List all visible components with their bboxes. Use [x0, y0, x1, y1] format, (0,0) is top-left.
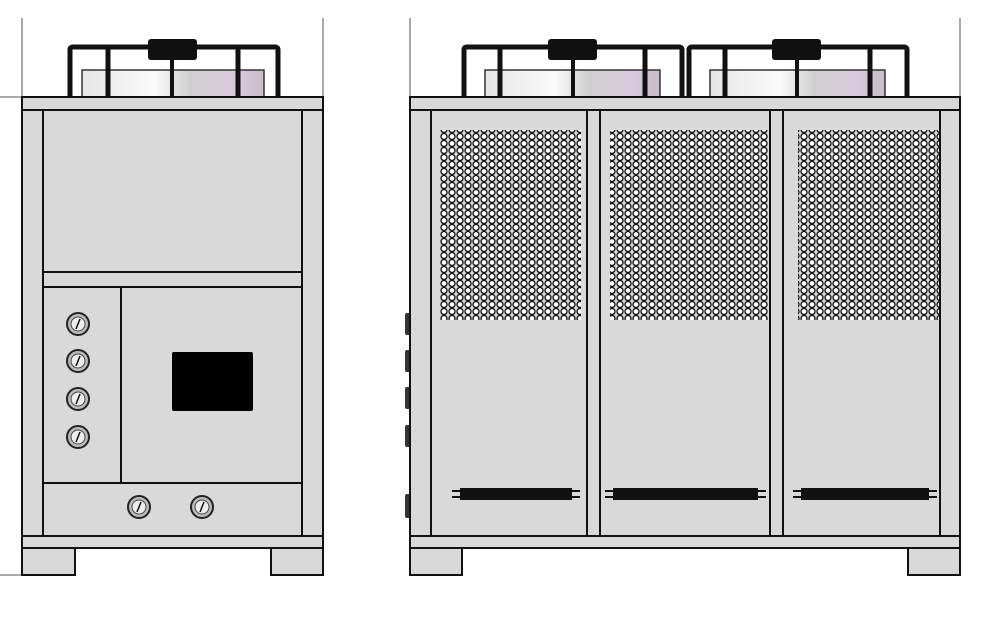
fan-cap: [772, 39, 821, 60]
fan: [67, 39, 281, 98]
bottom-panel: [42, 482, 303, 537]
front-view: [21, 39, 324, 576]
upper-panel: [42, 109, 303, 273]
grille: [798, 130, 939, 320]
pressure-gauge-icon: [66, 349, 90, 373]
foot-right: [907, 547, 961, 576]
fan: [461, 39, 685, 98]
handle[interactable]: [452, 488, 580, 500]
grille: [610, 130, 768, 320]
display-screen: [172, 352, 253, 411]
top-band: [409, 96, 961, 111]
side-view: [405, 39, 961, 576]
foot-left: [409, 547, 463, 576]
handle[interactable]: [605, 488, 766, 500]
reference-lines: [0, 18, 961, 576]
base-band: [21, 535, 324, 549]
top-band: [21, 96, 324, 111]
bottom-gauges: [127, 495, 214, 519]
fan-cap: [548, 39, 597, 60]
pressure-gauge-icon: [66, 387, 90, 411]
handle[interactable]: [793, 488, 937, 500]
grille: [440, 130, 581, 320]
pressure-gauge-icon: [190, 495, 214, 519]
pressure-gauge-icon: [127, 495, 151, 519]
divider-band: [42, 271, 303, 288]
foot-left: [21, 547, 76, 576]
foot-right: [270, 547, 324, 576]
fan: [686, 39, 910, 98]
gauge-column: [66, 312, 90, 449]
fan-cap: [148, 39, 197, 60]
pressure-gauge-icon: [66, 425, 90, 449]
pressure-gauge-icon: [66, 312, 90, 336]
base-band: [409, 535, 961, 549]
